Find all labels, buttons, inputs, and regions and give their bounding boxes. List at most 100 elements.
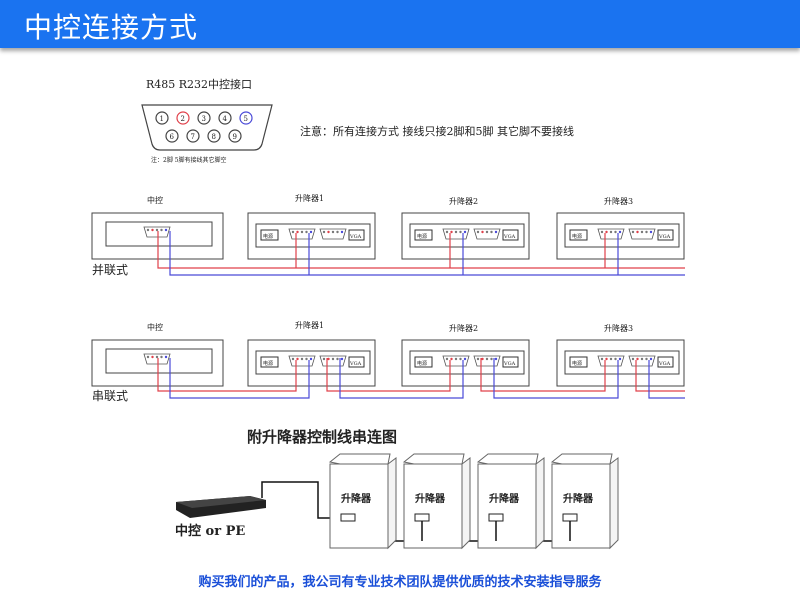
lifter-side (387, 457, 397, 550)
port-pin (336, 230, 339, 234)
port-pin (296, 230, 299, 234)
port-pin (327, 357, 330, 361)
port-pin (645, 230, 648, 234)
vga-label: VGA (349, 234, 362, 240)
port-pin (631, 230, 635, 234)
db9-port (597, 355, 625, 367)
lifter-title: 升降器1 (295, 193, 324, 203)
controller-title: 中控 (147, 322, 163, 332)
port-pin (645, 357, 648, 361)
port-pin (309, 230, 313, 234)
power-label: 电源 (417, 233, 427, 240)
port-pin (450, 357, 453, 361)
wiring-note: 注意：所有连接方式 接线只接2脚和5脚 其它脚不要接线 (300, 124, 574, 138)
port-pin (160, 228, 163, 232)
pin-number: 7 (191, 133, 195, 141)
port-pin (160, 355, 163, 359)
port-pin (649, 357, 653, 361)
power-label: 电源 (263, 360, 273, 367)
port-pin (331, 230, 335, 234)
port-pin (305, 357, 308, 361)
chain-title: 附升降器控制线串连图 (247, 428, 397, 446)
red-wire (480, 358, 606, 392)
control-cable (261, 481, 345, 519)
port-pin (454, 357, 458, 361)
footer-service-text: 购买我们的产品，我公司有专业技术团队提供优质的技术安装指导服务 (198, 575, 602, 590)
parallel-label: 并联式 (92, 263, 128, 277)
power-port (569, 229, 588, 241)
port-pin (291, 230, 295, 234)
port-pin (305, 230, 308, 234)
pin-circle (218, 111, 232, 125)
db9-port (442, 355, 470, 367)
port-pin (481, 230, 484, 234)
blue-wire (169, 358, 310, 399)
port-pin (494, 230, 498, 234)
power-label: 电源 (263, 233, 273, 240)
port-pin (463, 357, 467, 361)
db9-port (288, 228, 316, 240)
vga-port (348, 356, 365, 368)
port-pin (155, 355, 159, 359)
lifter-title: 升降器2 (449, 323, 478, 333)
controller-device (176, 496, 266, 518)
vga-label: VGA (658, 361, 671, 367)
lifter-title: 升降器3 (604, 196, 633, 206)
lifter-body (477, 463, 537, 549)
pin-circle (197, 111, 211, 125)
pin-number: 1 (160, 115, 164, 123)
port-pin (614, 357, 617, 361)
port-pin (450, 230, 453, 234)
lifter-port (488, 513, 504, 522)
db9-port (143, 226, 171, 238)
port-pin (609, 357, 613, 361)
pin-circle (207, 129, 221, 143)
db9-port (473, 228, 501, 240)
port-pin (291, 357, 295, 361)
power-port (569, 356, 588, 368)
port-pin (631, 357, 635, 361)
series-label: 串联式 (92, 389, 128, 403)
lifter-body (551, 463, 611, 549)
port-pin (331, 357, 335, 361)
lifter-port (562, 513, 578, 522)
port-pin (459, 357, 462, 361)
db9-port (442, 228, 470, 240)
red-wire (326, 358, 451, 392)
pin-number: 3 (202, 115, 206, 123)
port-pin (490, 230, 493, 234)
power-label: 电源 (417, 360, 427, 367)
port-pin (296, 357, 299, 361)
port-pin (481, 357, 484, 361)
port-pin (327, 230, 330, 234)
port-pin (336, 357, 339, 361)
port-pin (164, 228, 168, 232)
db9-port (319, 228, 347, 240)
port-pin (340, 230, 344, 234)
pin-number: 8 (212, 133, 216, 141)
pinout-title: R485 R232中控接口 (146, 77, 252, 91)
port-pin (614, 230, 617, 234)
pin-number: 9 (233, 133, 237, 141)
pin-circle (239, 111, 253, 125)
port-pin (445, 230, 449, 234)
db9-port (628, 228, 656, 240)
page-title: 中控连接方式 (24, 11, 199, 44)
port-pin (340, 357, 344, 361)
lifter-side (609, 457, 619, 550)
port-pin (618, 230, 622, 234)
vga-port (502, 229, 519, 241)
blue-wire (493, 358, 619, 399)
red-wire (157, 231, 685, 269)
port-pin (649, 230, 653, 234)
power-port (260, 356, 279, 368)
lifter-body (329, 463, 389, 549)
header-bar: 中控连接方式 (0, 0, 800, 48)
pin-number: 5 (244, 115, 248, 123)
vga-label: VGA (349, 361, 362, 367)
chain-diagram: 升降器升降器升降器升降器 (261, 453, 619, 550)
power-port (414, 229, 433, 241)
db9-port (597, 228, 625, 240)
